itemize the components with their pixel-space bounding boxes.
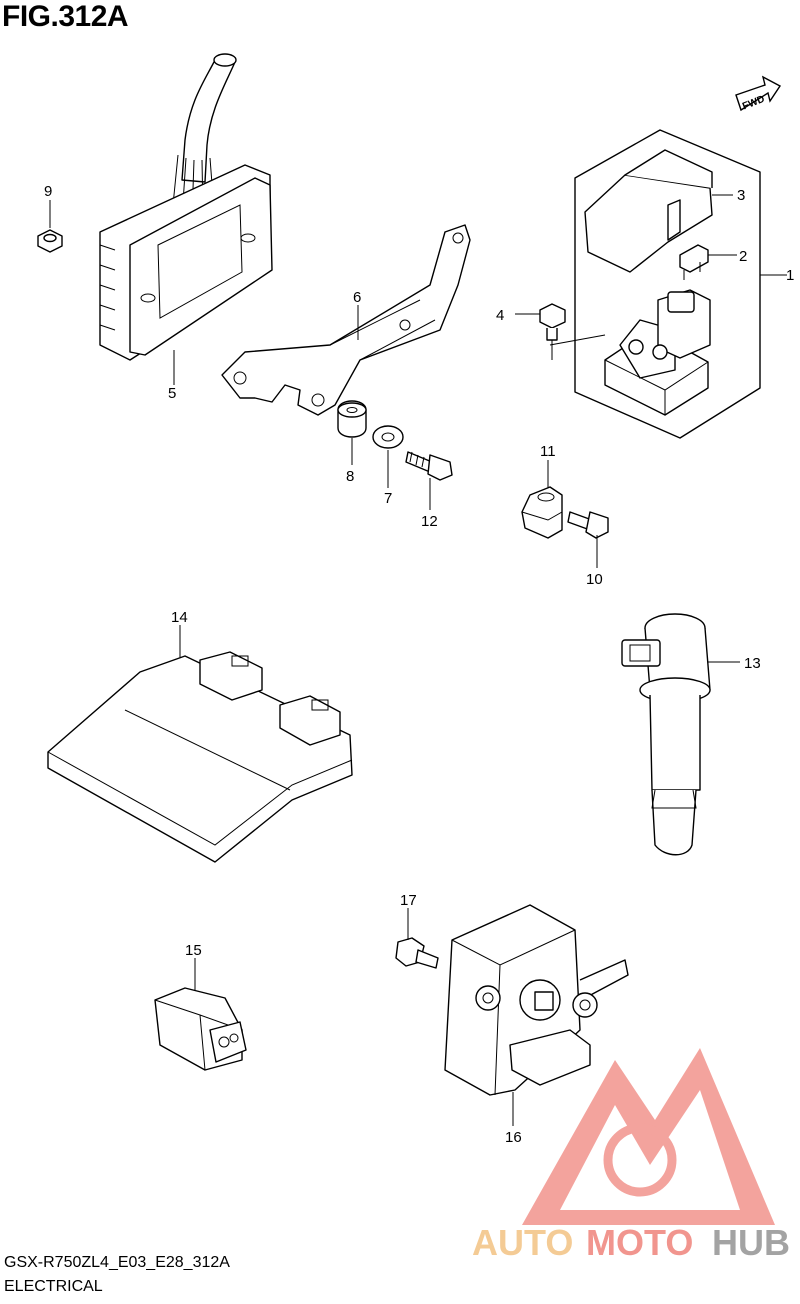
part-17-bolt — [395, 937, 439, 969]
section-name: ELECTRICAL — [4, 1278, 103, 1295]
callout-6: 6 — [353, 289, 361, 306]
part-11-clamp — [521, 486, 563, 539]
part-12-bolt — [405, 451, 453, 481]
part-3-relay-cover — [584, 149, 713, 273]
callout-17: 17 — [400, 892, 417, 909]
part-15-connector — [154, 987, 247, 1071]
callout-10: 10 — [586, 571, 603, 588]
part-7-collar — [372, 425, 404, 449]
callout-11: 11 — [540, 443, 556, 460]
callout-5: 5 — [168, 385, 176, 402]
callout-1: 1 — [786, 267, 794, 284]
watermark-auto: AUTO — [472, 1222, 573, 1263]
callout-13: 13 — [744, 655, 761, 672]
leader-lines — [49, 194, 787, 1126]
part-9-nut — [37, 229, 63, 253]
callouts: 1 2 3 4 5 6 7 8 9 10 11 12 13 14 15 16 1… — [44, 183, 794, 1146]
fwd-arrow-icon: FWD — [735, 75, 782, 112]
watermark-hub: HUB — [712, 1222, 790, 1263]
part-10-bolt — [567, 511, 609, 539]
callout-15: 15 — [185, 942, 202, 959]
callout-7: 7 — [384, 490, 392, 507]
part-2-fuse — [679, 244, 709, 280]
part-13-ignition-coil — [621, 613, 711, 856]
watermark-logo: AUTO MOTO HUB — [472, 1048, 790, 1263]
part-5-regulator — [99, 53, 273, 361]
part-4-screw — [539, 303, 566, 360]
part-6-bracket — [221, 224, 471, 416]
watermark-moto: MOTO — [586, 1222, 693, 1263]
part-8-grommet — [337, 400, 367, 438]
callout-14: 14 — [171, 609, 188, 626]
callout-3: 3 — [737, 187, 745, 204]
part-16-sensor — [444, 904, 629, 1096]
callout-16: 16 — [505, 1129, 522, 1146]
callout-12: 12 — [421, 513, 438, 530]
callout-2: 2 — [739, 248, 747, 265]
figure-title: FIG.312A — [2, 0, 129, 33]
model-code: GSX-R750ZL4_E03_E28_312A — [4, 1254, 230, 1271]
callout-9: 9 — [44, 183, 52, 200]
callout-8: 8 — [346, 468, 354, 485]
callout-4: 4 — [496, 307, 504, 324]
part-14-ecm — [47, 651, 353, 863]
part-1-starter-relay-group — [549, 129, 761, 439]
